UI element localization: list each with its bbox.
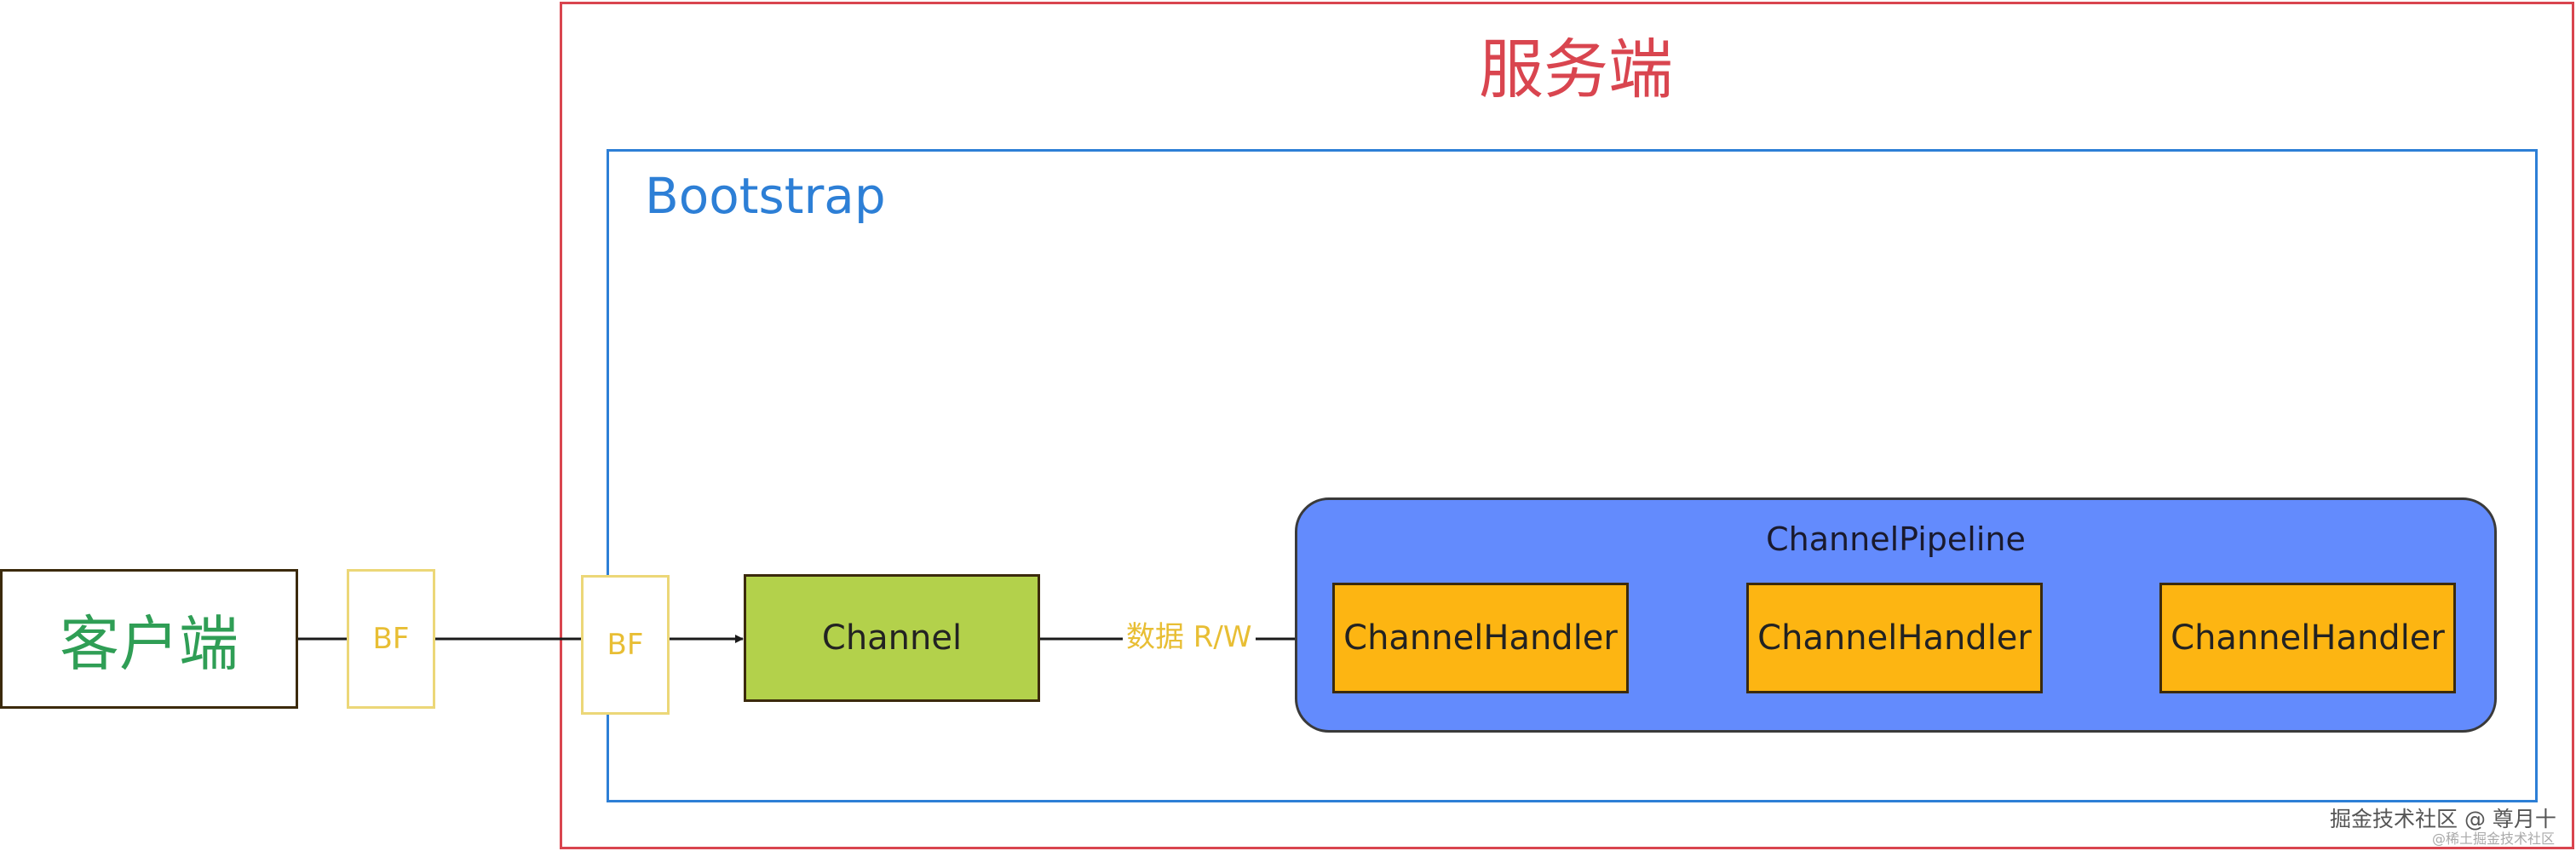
bootstrap-title: Bootstrap (645, 167, 886, 225)
watermark-text: 掘金技术社区 @ 尊月十 (2330, 807, 2556, 831)
data-rw-label: 数据 R/W (1123, 613, 1256, 655)
buffer-box-client: BF (347, 569, 435, 709)
client-box: 客户端 (0, 569, 298, 709)
server-title: 服务端 (1479, 32, 1673, 107)
bootstrap-frame (607, 149, 2538, 802)
channel-handler-2: ChannelHandler (1746, 583, 2043, 693)
watermark-subtext: @稀土掘金技术社区 (2432, 831, 2556, 847)
buffer-box-server: BF (581, 575, 670, 715)
channel-handler-3: ChannelHandler (2159, 583, 2456, 693)
channel-handler-1: ChannelHandler (1332, 583, 1629, 693)
channel-pipeline-title: ChannelPipeline (1766, 520, 2026, 558)
server-frame (560, 2, 2574, 849)
channel-box: Channel (744, 574, 1040, 702)
